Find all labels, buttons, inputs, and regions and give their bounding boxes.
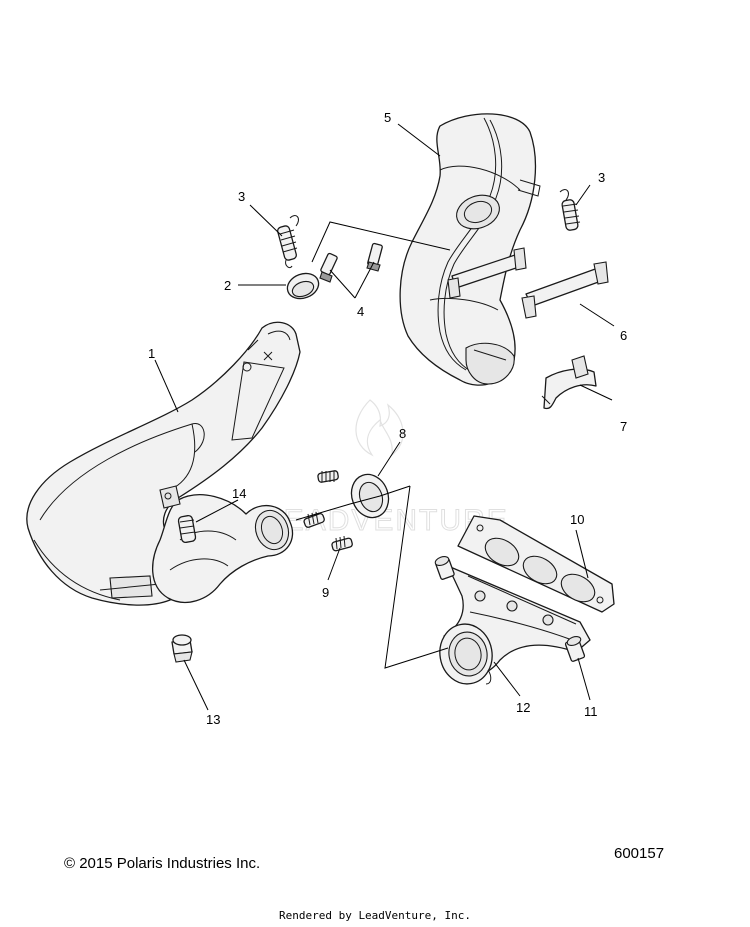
part-9-springs [303, 470, 353, 552]
callout-3-left: 3 [238, 189, 245, 204]
callout-10: 10 [570, 512, 584, 527]
callout-labels: 1 2 3 3 4 5 6 7 8 9 10 11 12 13 14 [148, 110, 627, 727]
part-7-clip [541, 355, 597, 410]
part-8-gasket [350, 473, 390, 519]
figure-number: 600157 [614, 845, 665, 862]
part-12-exhaust-manifold [439, 565, 591, 685]
callout-3-right: 3 [598, 170, 605, 185]
part-1-exhaust-pipe [26, 321, 301, 606]
callout-7: 7 [620, 419, 627, 434]
leader-lines [154, 123, 615, 711]
copyright-notice: © 2015 Polaris Industries Inc. [64, 855, 261, 872]
callout-13: 13 [206, 712, 220, 727]
callout-9: 9 [322, 585, 329, 600]
callout-1: 1 [148, 346, 155, 361]
part-14-spring [177, 514, 197, 544]
part-3-spring-left [277, 215, 299, 269]
part-13-drain-plug [171, 634, 193, 663]
callout-14: 14 [232, 486, 246, 501]
part-11-bolts [434, 555, 586, 662]
callout-4: 4 [357, 304, 364, 319]
callout-6: 6 [620, 328, 627, 343]
part-5-silencer [399, 113, 541, 386]
callout-11: 11 [584, 704, 598, 719]
part-3-spring-right [559, 189, 581, 231]
part-10-gasket-plate [457, 515, 615, 613]
leadventure-watermark: LEADVENTURE [265, 399, 507, 538]
callout-8: 8 [399, 426, 406, 441]
callout-5: 5 [384, 110, 391, 125]
callout-2: 2 [224, 278, 231, 293]
part-2-ring-seal [286, 272, 320, 300]
part-6-bracket-strap [447, 247, 609, 319]
part-4-bolts [319, 242, 383, 283]
rendered-by-credit: Rendered by LeadVenture, Inc. [278, 909, 472, 922]
callout-12: 12 [516, 700, 530, 715]
